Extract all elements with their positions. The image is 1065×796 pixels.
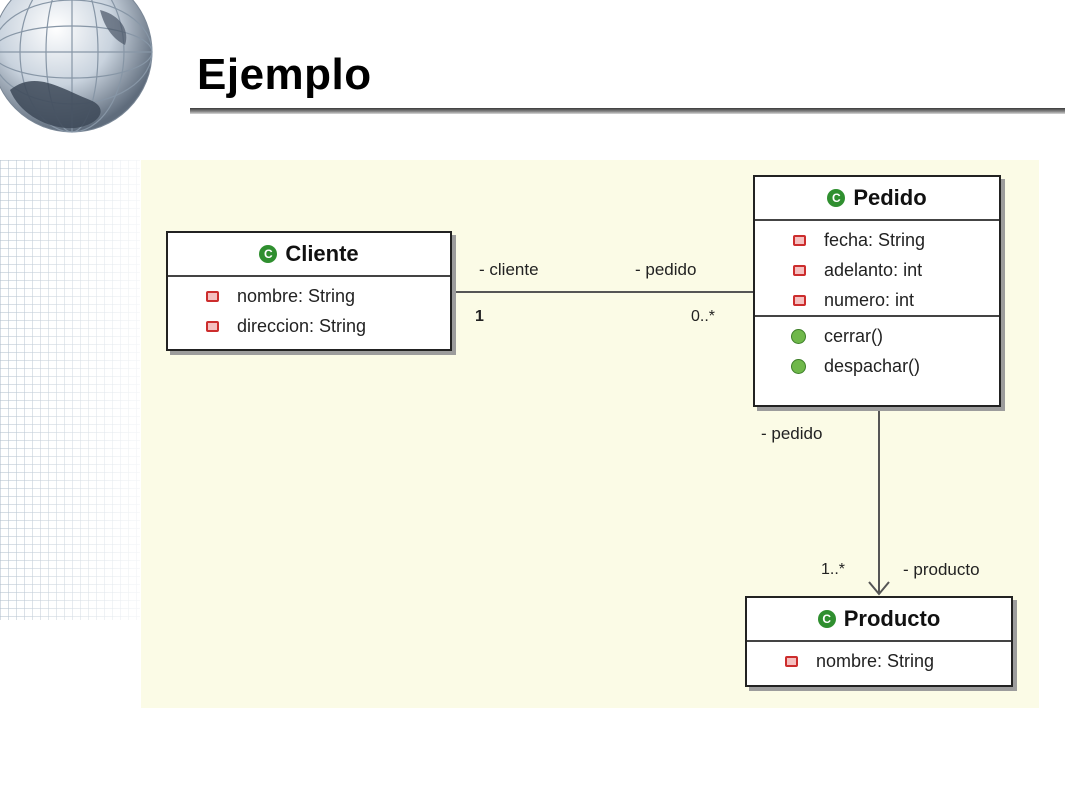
- association-lines: [452, 291, 890, 596]
- attribute-row: fecha: String: [793, 225, 999, 255]
- attribute-text: direccion: String: [237, 315, 367, 336]
- class-header: C Cliente: [168, 233, 450, 277]
- role-label-pedido-source: - pedido: [761, 424, 823, 443]
- private-attribute-icon: [793, 264, 806, 276]
- class-name: Cliente: [285, 241, 359, 266]
- attribute-compartment: nombre: String: [747, 642, 1011, 680]
- operation-text: cerrar(): [824, 325, 883, 346]
- attribute-text: nombre: String: [237, 285, 356, 306]
- attribute-compartment: nombre: String direccion: String: [168, 277, 450, 345]
- multiplicity-cliente: 1: [475, 308, 484, 325]
- private-attribute-icon: [785, 655, 798, 667]
- public-operation-icon: [791, 358, 806, 374]
- class-cliente[interactable]: C Cliente nombre: String direccion: Stri…: [166, 231, 452, 351]
- attribute-row: numero: int: [793, 285, 999, 315]
- multiplicity-pedido: 0..*: [691, 308, 716, 325]
- class-name: Producto: [843, 606, 941, 631]
- uml-class-diagram: C Cliente nombre: String direccion: Stri…: [141, 160, 1039, 708]
- private-attribute-icon: [206, 320, 219, 332]
- private-attribute-icon: [793, 294, 806, 306]
- class-name: Pedido: [853, 185, 927, 210]
- operation-text: despachar(): [824, 355, 921, 376]
- title-divider: [190, 108, 1065, 114]
- decorative-grid-band: [0, 160, 140, 620]
- role-label-cliente: - cliente: [479, 260, 539, 279]
- navigability-arrowhead: [868, 581, 890, 596]
- attribute-row: nombre: String: [206, 281, 450, 311]
- attribute-text: adelanto: int: [824, 259, 923, 280]
- class-header: C Producto: [747, 598, 1011, 642]
- attribute-row: nombre: String: [785, 646, 1011, 676]
- class-icon: C: [817, 610, 836, 628]
- multiplicity-producto: 1..*: [821, 561, 846, 578]
- operation-row: cerrar(): [791, 321, 999, 351]
- class-producto[interactable]: C Producto nombre: String: [745, 596, 1013, 687]
- private-attribute-icon: [206, 290, 219, 302]
- role-label-pedido: - pedido: [635, 260, 697, 279]
- class-pedido[interactable]: C Pedido fecha: String adelanto: int num…: [753, 175, 1001, 407]
- attribute-row: adelanto: int: [793, 255, 999, 285]
- class-icon: C: [259, 245, 278, 263]
- operation-row: despachar(): [791, 351, 999, 381]
- attribute-text: numero: int: [824, 289, 915, 310]
- private-attribute-icon: [793, 234, 806, 246]
- role-label-producto: - producto: [903, 560, 980, 579]
- class-icon: C: [827, 189, 846, 207]
- attribute-compartment: fecha: String adelanto: int numero: int: [755, 221, 999, 315]
- operation-compartment: cerrar() despachar(): [755, 315, 999, 385]
- attribute-text: fecha: String: [824, 229, 926, 250]
- public-operation-icon: [791, 328, 806, 344]
- class-header: C Pedido: [755, 177, 999, 221]
- attribute-row: direccion: String: [206, 311, 450, 341]
- slide-title: Ejemplo: [197, 50, 372, 99]
- attribute-text: nombre: String: [816, 650, 935, 671]
- globe-icon: [0, 0, 153, 133]
